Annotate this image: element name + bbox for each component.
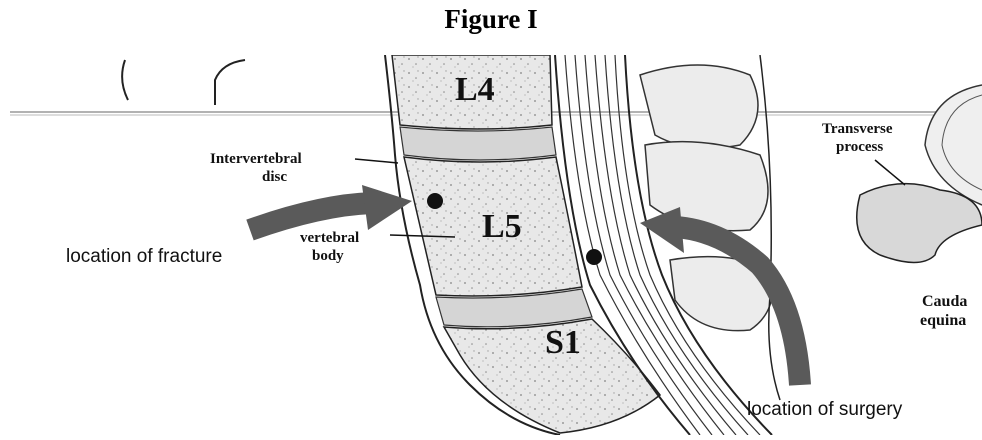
label-transverse: Transverse — [822, 121, 893, 137]
label-cauda: Cauda — [922, 293, 967, 310]
label-s1: S1 — [545, 324, 581, 361]
right-structure — [925, 85, 982, 205]
label-intervertebral: Intervertebral — [210, 151, 302, 167]
sketch-line-left — [122, 60, 128, 100]
label-equina: equina — [920, 312, 966, 329]
label-body: body — [312, 248, 344, 264]
disc-l4-l5 — [400, 127, 556, 160]
label-l5: L5 — [482, 208, 522, 245]
transverse-process-shape — [857, 184, 982, 263]
sketch-line-right — [215, 60, 245, 105]
surgery-arrow-head — [640, 207, 684, 253]
disc-leader-line — [355, 159, 398, 163]
transverse-leader-line — [875, 160, 905, 185]
fracture-marker — [427, 193, 443, 209]
label-disc: disc — [262, 169, 287, 185]
label-process: process — [836, 139, 883, 155]
label-vertebral: vertebral — [300, 230, 359, 246]
surgery-marker — [586, 249, 602, 265]
posterior-outline — [760, 55, 780, 400]
spine-diagram: L4 L5 S1 Intervertebral disc vertebral b… — [0, 55, 982, 435]
figure-title: Figure I — [0, 4, 982, 35]
label-l4: L4 — [455, 71, 495, 108]
surgery-caption: location of surgery — [747, 399, 902, 421]
fracture-arrow-shaft — [250, 203, 372, 230]
posterior-element-1 — [640, 65, 758, 148]
spine-illustration: L4 L5 S1 Intervertebral disc vertebral b… — [0, 55, 982, 435]
fracture-caption: location of fracture — [66, 246, 222, 268]
